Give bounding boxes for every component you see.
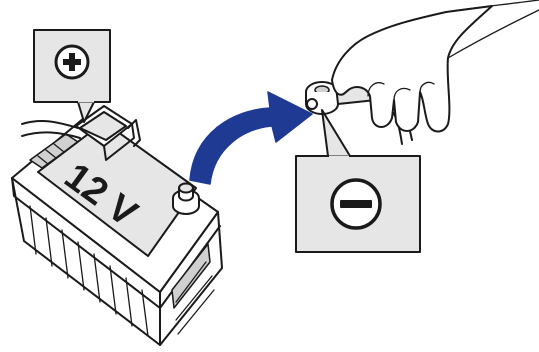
minus-icon-bar — [340, 200, 372, 208]
positive-callout — [34, 30, 110, 122]
negative-callout — [296, 110, 420, 252]
blue-curved-arrow — [190, 92, 312, 184]
positive-cable — [22, 121, 78, 128]
battery: 12 V — [12, 106, 222, 345]
plus-icon-vbar — [69, 53, 75, 71]
negative-callout-pointer — [322, 110, 350, 156]
hand-holding-clamp — [306, 0, 539, 144]
clamp-bolt — [307, 99, 317, 109]
hand — [332, 6, 492, 132]
